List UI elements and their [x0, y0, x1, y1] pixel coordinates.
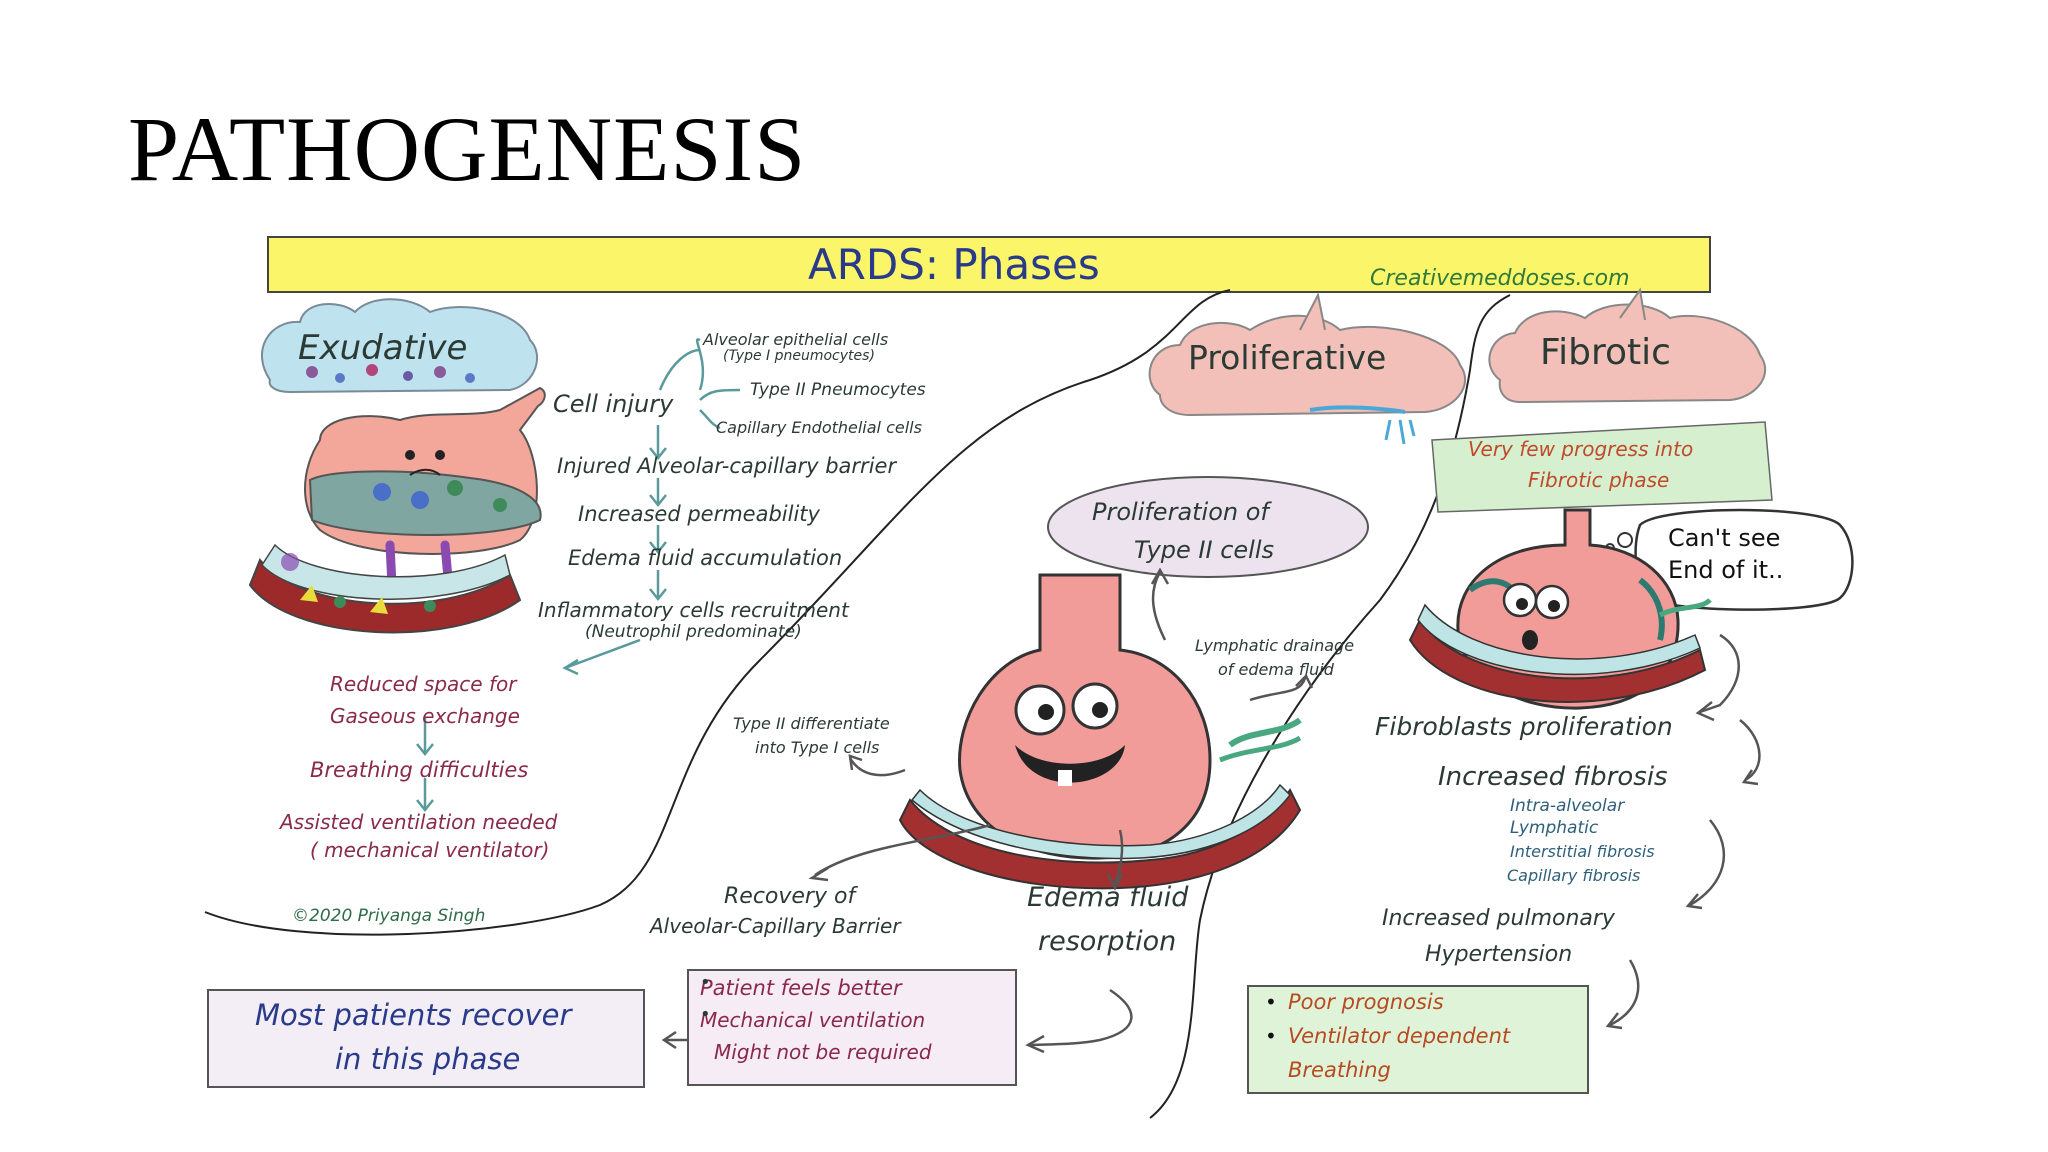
prolif-bullet-2: Mechanical ventilation: [700, 1008, 926, 1032]
fibrotic-bullet-1: Poor prognosis: [1288, 990, 1444, 1014]
recovery-line-1: Recovery of: [724, 884, 856, 909]
fibrosis-type-intra-alveolar: Intra-alveolar: [1510, 796, 1625, 816]
fibrotic-cloud-illustration: [1488, 287, 1767, 404]
fibrotic-note-box: [1431, 421, 1773, 513]
copyright: ©2020 Priyanga Singh: [292, 906, 486, 926]
edema-line-2: resorption: [1038, 926, 1177, 957]
outcome-mechanical-ventilator: ( mechanical ventilator): [310, 838, 550, 862]
fibrotic-bullets-box: [1247, 985, 1589, 1094]
recovery-line-2: Alveolar-Capillary Barrier: [650, 914, 901, 938]
proliferative-alveolus-illustration: [898, 573, 1302, 890]
bullet-dot: •: [1265, 990, 1277, 1014]
fibrotic-note-line-2: Fibrotic phase: [1528, 468, 1670, 492]
banner-title: ARDS: Phases: [808, 240, 1100, 289]
proliferative-bullets-box: [687, 969, 1017, 1086]
banner-box: [267, 236, 1711, 293]
fibrotic-arrows: [1605, 633, 1761, 1030]
chain-edema-accumulation: Edema fluid accumulation: [568, 546, 843, 570]
chain-increased-permeability: Increased permeability: [578, 502, 820, 526]
differentiate-line-2: into Type I cells: [755, 738, 880, 757]
fibroblasts-proliferation: Fibroblasts proliferation: [1375, 712, 1673, 741]
cell-injury-label: Cell injury: [553, 390, 674, 418]
exudative-cloud-illustration: [260, 298, 539, 394]
fibrosis-type-interstitial: Interstitial fibrosis: [1510, 842, 1655, 861]
fibrosis-type-capillary: Capillary fibrosis: [1507, 866, 1641, 885]
prolif-bullet-1: Patient feels better: [700, 976, 902, 1000]
increased-fibrosis: Increased fibrosis: [1438, 762, 1668, 792]
fibrotic-bullet-2: Ventilator dependent: [1288, 1024, 1511, 1048]
chain-injured-barrier: Injured Alveolar-capillary barrier: [557, 454, 897, 478]
lymphatic-line-2: of edema fluid: [1218, 660, 1334, 679]
outcome-gaseous-exchange: Gaseous exchange: [330, 704, 520, 728]
lymphatic-line-1: Lymphatic drainage: [1195, 636, 1355, 655]
bullet-dot: •: [700, 972, 711, 993]
bubble-line-2: Type II cells: [1134, 536, 1274, 564]
fibrotic-heading: Fibrotic: [1540, 332, 1671, 373]
proliferative-heading: Proliferative: [1188, 338, 1387, 377]
exudative-heading: Exudative: [298, 328, 468, 368]
branch-alveolar-epithelial: Alveolar epithelial cells: [703, 330, 889, 349]
chain-neutrophil-note: (Neutrophil predominate): [585, 622, 802, 642]
outcome-reduced-space: Reduced space for: [330, 672, 517, 696]
proliferation-bubble: [1047, 476, 1369, 578]
exudative-alveolus-illustration: [248, 386, 546, 634]
fibrosis-type-lymphatic: Lymphatic: [1510, 818, 1599, 838]
proliferative-cloud-illustration: [1148, 291, 1466, 445]
differentiate-line-1: Type II differentiate: [733, 714, 890, 733]
speech-line-2: End of it..: [1668, 556, 1784, 584]
outcome-assisted-ventilation: Assisted ventilation needed: [280, 810, 558, 834]
summary-line-1: Most patients recover: [255, 998, 572, 1032]
fibrotic-alveolus-illustration: [1408, 508, 1712, 710]
hypertension-line-1: Increased pulmonary: [1382, 906, 1615, 931]
prolif-bullet-3: Might not be required: [714, 1040, 932, 1064]
exudative-arrows: [416, 338, 741, 813]
chain-inflammatory-recruitment: Inflammatory cells recruitment: [538, 598, 849, 622]
bullet-dot: •: [700, 1004, 711, 1025]
branch-type2-pneumocytes: Type II Pneumocytes: [750, 380, 926, 400]
summary-box: [207, 989, 645, 1088]
speech-line-1: Can't see: [1668, 524, 1781, 552]
slide-title: PATHOGENESIS: [128, 98, 807, 200]
divider-curve-1: [204, 289, 1231, 936]
fibrotic-note-line-1: Very few progress into: [1468, 437, 1694, 461]
hypertension-line-2: Hypertension: [1425, 942, 1573, 967]
branch-capillary-endothelial: Capillary Endothelial cells: [716, 418, 922, 437]
branch-type1-pneumocytes: (Type I pneumocytes): [723, 348, 875, 364]
bullet-dot: •: [1265, 1024, 1277, 1048]
bubble-line-1: Proliferation of: [1092, 498, 1269, 526]
edema-line-1: Edema fluid: [1027, 882, 1189, 913]
proliferative-arrows: [661, 567, 1314, 1054]
fibrotic-bullet-3: Breathing: [1288, 1058, 1391, 1082]
divider-curve-2: [1149, 294, 1511, 1119]
banner-source: Creativemeddoses.com: [1370, 266, 1630, 291]
summary-line-2: in this phase: [335, 1042, 521, 1076]
outcome-breathing-difficulties: Breathing difficulties: [310, 758, 529, 782]
